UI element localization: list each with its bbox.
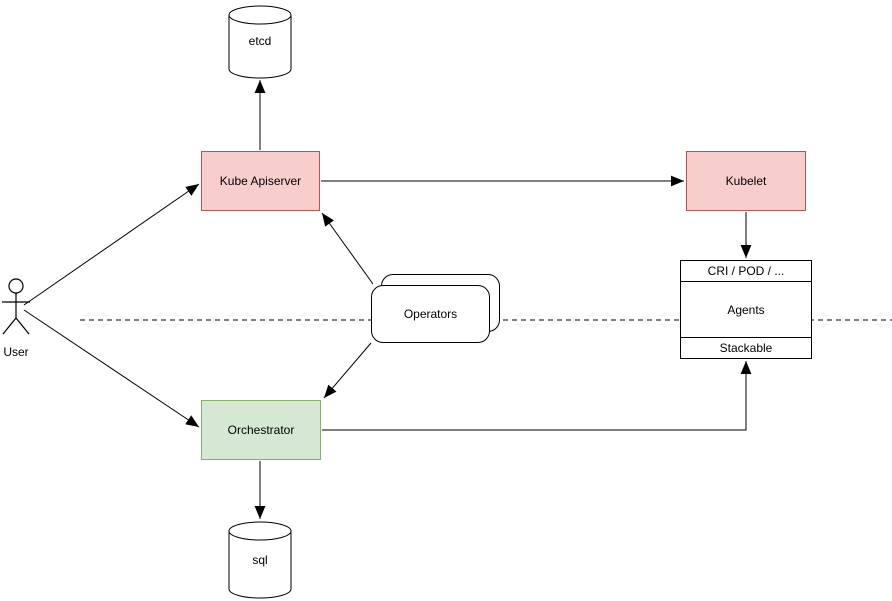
kube-apiserver-label: Kube Apiserver — [219, 173, 302, 188]
agents-stack-row-agents: Agents — [681, 281, 811, 338]
orchestrator-label: Orchestrator — [227, 422, 295, 437]
agents-stack-row-stackable: Stackable — [719, 341, 773, 355]
edge-operators-to-orchestrator — [323, 342, 372, 399]
sql-cylinder-shape — [228, 521, 292, 599]
operators-label: Operators — [403, 306, 458, 321]
operators-node: Operators — [371, 285, 490, 343]
orchestrator-node: Orchestrator — [201, 400, 321, 460]
edge-operators-to-kube-apiserver — [321, 212, 374, 285]
kubelet-node: Kubelet — [686, 151, 806, 211]
edge-orchestrator-to-stackable — [322, 361, 752, 431]
kubelet-label: Kubelet — [725, 173, 767, 188]
edge-user-to-kube-apiserver — [23, 183, 200, 306]
edge-user-to-orchestrator — [23, 309, 200, 428]
user-label: User — [3, 345, 29, 359]
sql-label: sql — [252, 553, 268, 567]
etcd-label: etcd — [248, 34, 272, 48]
etcd-cylinder-shape — [228, 5, 292, 79]
user-actor-icon — [2, 278, 30, 335]
kube-apiserver-node: Kube Apiserver — [201, 151, 320, 211]
agents-stack-node: CRI / POD / ... Agents Stackable — [680, 260, 812, 359]
agents-stack-row-cri-pod: CRI / POD / ... — [707, 264, 785, 278]
